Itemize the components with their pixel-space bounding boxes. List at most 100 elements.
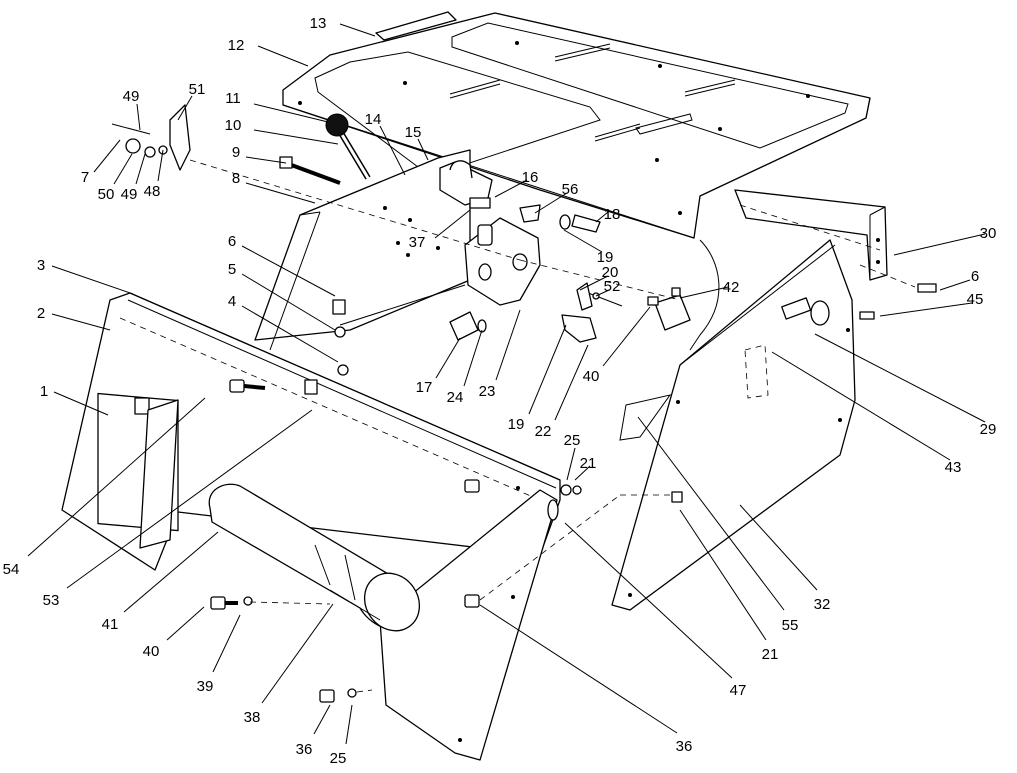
callout-c10: 10 <box>225 117 242 134</box>
callout-c24: 24 <box>447 389 464 406</box>
callout-c13: 13 <box>310 15 327 32</box>
leader-line-c30 <box>893 233 986 256</box>
callout-c18: 18 <box>604 206 621 223</box>
callout-c25a: 25 <box>564 432 581 449</box>
callout-c36a: 36 <box>296 741 313 758</box>
fasteners <box>210 283 937 703</box>
callout-c2: 2 <box>37 305 45 322</box>
lower-right-plate <box>379 486 559 761</box>
leader-line-c40a <box>602 306 651 367</box>
leader-line-c36a <box>313 704 331 735</box>
callout-c22: 22 <box>535 423 552 440</box>
callout-c48: 48 <box>144 183 161 200</box>
leader-line-c37 <box>434 209 471 239</box>
leader-line-c7 <box>93 139 121 173</box>
callout-c39: 39 <box>197 678 214 695</box>
callout-c50: 50 <box>98 186 115 203</box>
leader-line-c10 <box>253 129 339 145</box>
leader-line-c15 <box>417 138 429 161</box>
leader-line-c11 <box>253 103 329 123</box>
callout-c55: 55 <box>782 617 799 634</box>
leader-line-c8 <box>245 182 316 204</box>
callout-c16: 16 <box>522 169 539 186</box>
callout-c32: 32 <box>814 596 831 613</box>
leader-line-c16 <box>494 179 528 198</box>
callout-c45: 45 <box>967 291 984 308</box>
leader-line-c20 <box>579 275 609 291</box>
leader-line-c42 <box>679 286 729 299</box>
leader-line-c25b <box>345 704 353 745</box>
callout-c19a: 19 <box>597 249 614 266</box>
leader-line-c13 <box>339 23 376 37</box>
callout-c54: 54 <box>3 561 20 578</box>
callout-c11: 11 <box>225 90 241 107</box>
valve-body <box>464 217 541 306</box>
leader-line-c4 <box>241 305 339 363</box>
leader-line-c25a <box>566 447 576 481</box>
callout-c30: 30 <box>980 225 997 242</box>
leader-line-c6a <box>241 245 336 297</box>
leader-line-c32 <box>739 504 818 591</box>
leader-line-c40b <box>166 606 205 641</box>
leader-line-c39 <box>212 614 241 673</box>
leader-line-c24 <box>463 329 483 387</box>
hydraulic-fittings <box>449 204 601 343</box>
callout-c3: 3 <box>37 257 45 274</box>
callout-c8: 8 <box>232 170 240 187</box>
top-cover-plate <box>282 12 871 239</box>
leader-line-c53 <box>66 409 313 589</box>
leader-line-c55 <box>637 416 785 611</box>
callout-c36b: 36 <box>676 738 693 755</box>
leader-line-c14 <box>379 125 406 176</box>
leader-line-c12 <box>257 45 309 67</box>
leader-line-c19b <box>528 324 567 415</box>
leader-line-c23 <box>495 309 521 381</box>
callout-c15: 15 <box>405 124 422 141</box>
leader-line-c18 <box>595 211 609 223</box>
leader-line-c6b <box>939 279 971 291</box>
callout-c4: 4 <box>228 293 236 310</box>
callout-c6a: 6 <box>228 233 236 250</box>
leader-line-c17 <box>435 337 461 379</box>
rear-bracket <box>734 189 888 281</box>
leader-line-c38 <box>261 603 334 704</box>
callout-c29: 29 <box>980 421 997 438</box>
callout-c7: 7 <box>81 169 89 186</box>
callout-c40b: 40 <box>143 643 160 660</box>
callout-c56: 56 <box>562 181 579 198</box>
callout-c49a: 49 <box>123 88 140 105</box>
callout-c43: 43 <box>945 459 962 476</box>
roller-cylinder <box>208 483 421 632</box>
leader-line-c49a <box>136 103 141 131</box>
callout-c12: 12 <box>228 37 245 54</box>
alignment-lines <box>189 159 916 693</box>
callout-c40a: 40 <box>583 368 600 385</box>
leader-line-c48 <box>157 149 164 182</box>
leader-line-c51 <box>177 95 193 121</box>
callout-c5: 5 <box>228 261 236 278</box>
callout-c51: 51 <box>189 81 206 98</box>
right-side-panel <box>611 239 856 611</box>
callout-c19b: 19 <box>508 416 525 433</box>
leader-line-c54 <box>27 397 206 557</box>
callout-c41: 41 <box>102 616 119 633</box>
leader-line-c21a <box>574 465 591 481</box>
control-handle <box>325 113 493 209</box>
callout-c21b: 21 <box>762 646 779 663</box>
label-decal <box>375 11 457 41</box>
leader-line-c50 <box>113 153 133 185</box>
leader-line-c36b <box>479 604 678 734</box>
leader-line-c3 <box>51 265 134 295</box>
callout-c17: 17 <box>416 379 433 396</box>
leader-line-c52 <box>595 289 610 297</box>
leader-line-c45 <box>879 302 973 317</box>
callout-c23: 23 <box>479 383 496 400</box>
callout-c47: 47 <box>730 682 747 699</box>
leader-line-c21b <box>679 509 767 641</box>
leader-line-c1 <box>53 391 109 416</box>
leader-line-c29 <box>814 333 986 423</box>
callout-c1: 1 <box>40 383 48 400</box>
leader-line-c19a <box>563 229 603 253</box>
